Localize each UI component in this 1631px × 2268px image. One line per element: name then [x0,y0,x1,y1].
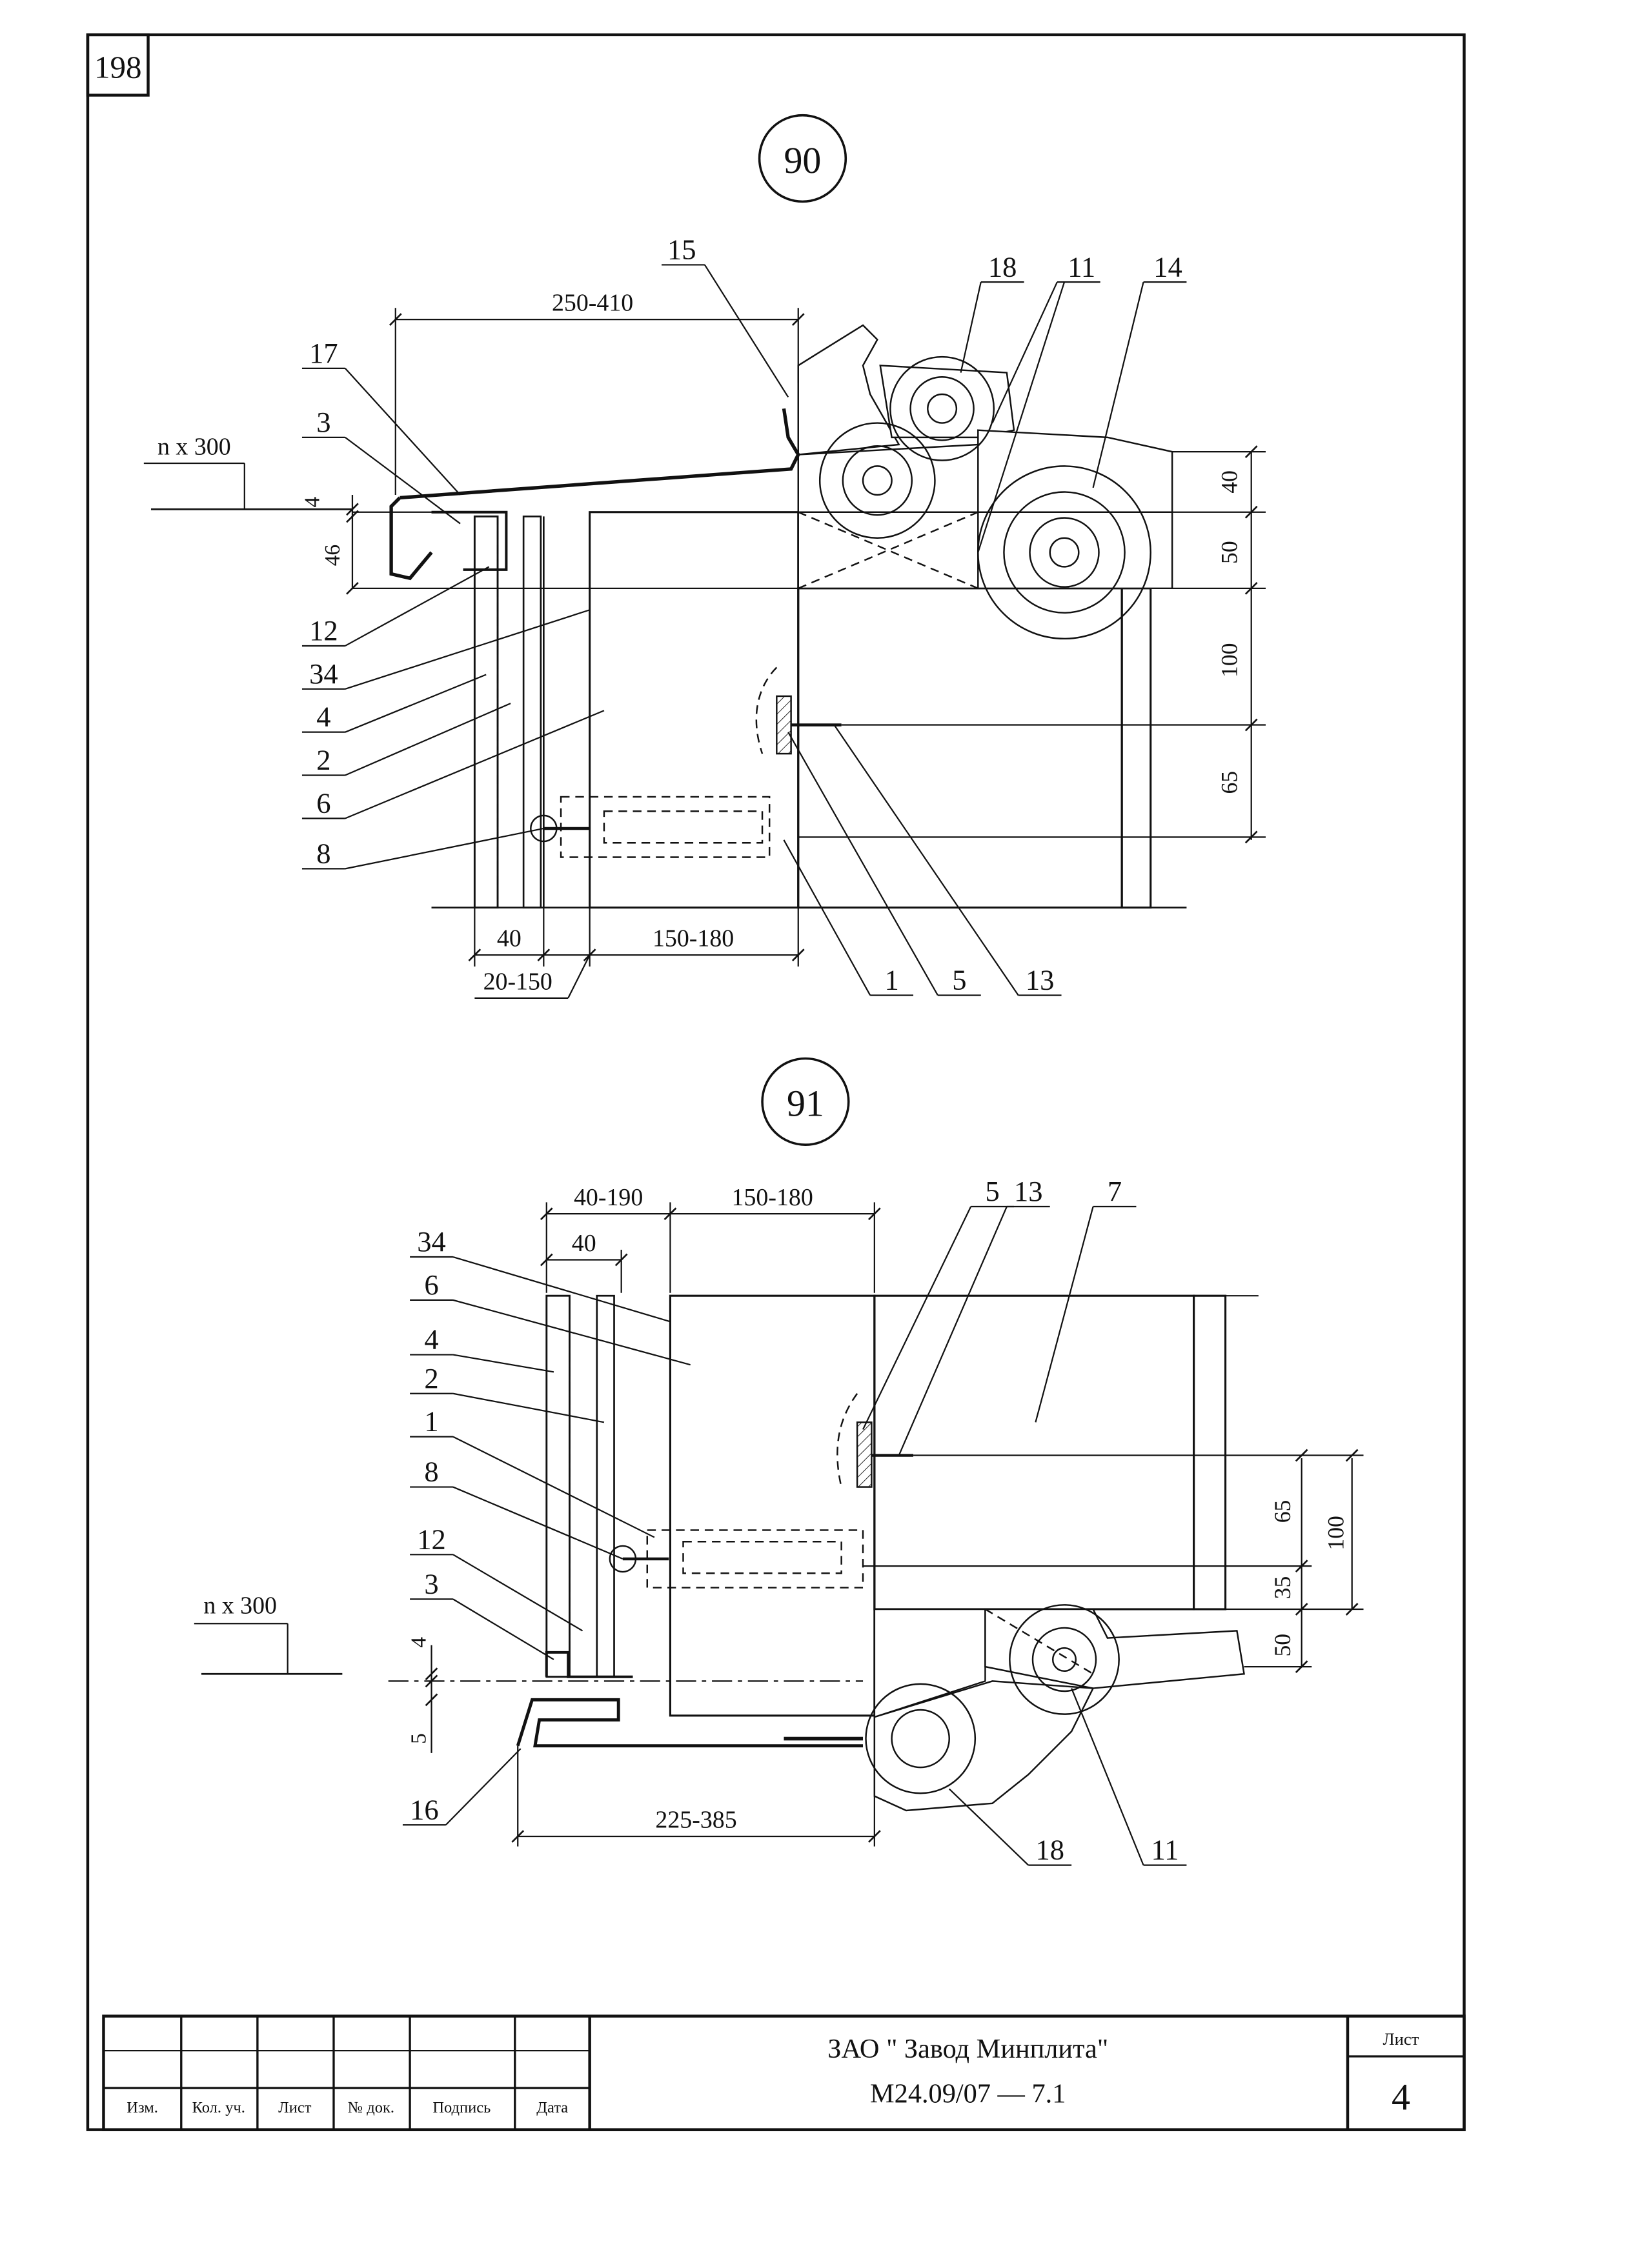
detail-90-marker [758,114,847,203]
company-name: ЗАО " Завод Минплита" [827,2034,1108,2064]
callout-90-left-5: 2 [316,744,330,776]
sheet-label: Лист [1383,2029,1419,2049]
callout-91-left-3: 2 [424,1362,438,1394]
sheet-number: 4 [1392,2076,1410,2118]
callouts-left-90 [301,367,605,870]
callout-90-top-0: 15 [667,234,696,266]
callout-90-left-6: 6 [316,787,330,819]
callout-91-left-0: 34 [417,1225,446,1258]
dim-top-inner: 40 [572,1230,596,1257]
guide-profile-91 [596,1294,615,1678]
dim-bottom-left: 40 [497,925,522,952]
dim-bottom-insulation: 150-180 [653,925,734,952]
level-mark-91: n x 300 [203,1592,277,1620]
callout-90-bottom-2: 13 [1026,964,1055,996]
anchor-bracket [530,667,842,858]
callout-91-top-1: 13 [1014,1175,1043,1207]
title-col-1: Кол. уч. [192,2099,245,2116]
title-col-3: № док. [348,2099,394,2116]
drip-flashing [389,408,800,581]
dim-drip-height: 46 [321,545,345,566]
callout-91-left-8: 16 [410,1793,439,1825]
callout-90-bottom-0: 1 [884,964,898,996]
insulation-slab [589,511,800,909]
title-col-2: Лист [278,2099,312,2116]
dim-right-2: 100 [1216,643,1242,677]
dim-right-outer: 100 [1322,1516,1348,1550]
dim-right-inner-1: 35 [1270,1576,1295,1600]
detail-91-number: 91 [787,1083,824,1125]
document-code: М24.09/07 — 7.1 [870,2078,1066,2109]
callout-90-left-0: 17 [309,337,338,369]
callouts-bottom-91 [948,1688,1187,1866]
dim-right-0: 40 [1216,470,1242,494]
cladding-panel [473,515,499,908]
callout-91-bottom-0: 18 [1035,1834,1064,1866]
callouts-top-90 [662,264,1187,553]
callout-90-left-7: 8 [316,837,330,869]
dim-top-insulation: 150-180 [732,1184,813,1211]
dim-overhang: 250-410 [552,290,633,317]
callouts-bottom-90 [783,724,1062,996]
callout-91-left-2: 4 [424,1323,438,1356]
dim-right-3: 65 [1216,771,1242,794]
dim-right-inner-0: 65 [1270,1500,1295,1523]
callout-91-left-4: 1 [424,1405,438,1438]
timber-logs [797,324,1173,640]
detail-91-marker [761,1057,850,1146]
interior-plaster [1120,587,1152,909]
interior-plaster-91 [1193,1294,1227,1611]
anchor-bracket-91 [609,1393,914,1589]
brick-wall [797,587,1123,909]
detail-91: 91 [194,1057,1364,1866]
dim-right-inner-2: 50 [1270,1634,1295,1657]
guide-profile [522,516,542,908]
callout-91-top-2: 7 [1108,1175,1122,1207]
callout-90-left-2: 12 [309,614,338,647]
brick-wall-91 [873,1294,1195,1611]
callout-91-top-0: 5 [985,1175,999,1207]
callout-91-left-7: 3 [424,1567,438,1600]
dim-gap-5: 5 [407,1733,431,1744]
level-mark: n x 300 [157,434,231,461]
dim-gap-4: 4 [407,1637,431,1648]
callouts-top-91 [862,1205,1137,1456]
cladding-panel-91 [545,1294,571,1678]
callout-91-left-5: 8 [424,1456,438,1488]
callout-90-top-2: 11 [1068,250,1095,283]
detail-90: 90 [143,114,1266,999]
title-col-0: Изм. [127,2099,158,2116]
callout-91-bottom-1: 11 [1151,1834,1179,1866]
title-block [102,2014,1466,2131]
dim-right-1: 50 [1216,541,1242,564]
dim-bottom-gap: 20-150 [483,968,552,996]
title-col-5: Дата [536,2099,568,2116]
page-number: 198 [94,50,142,85]
callout-91-left-1: 6 [424,1269,438,1301]
callout-90-left-4: 4 [316,701,330,733]
insulation-slab-91 [669,1294,876,1717]
callout-91-left-6: 12 [417,1523,446,1555]
dim-gap-top: 4 [301,496,325,507]
callout-90-top-1: 18 [988,250,1017,283]
callout-90-top-3: 14 [1153,250,1182,283]
dim-top-gap: 40-190 [574,1184,643,1211]
dim-bottom-overhang: 225-385 [655,1807,736,1834]
title-col-4: Подпись [432,2099,491,2116]
detail-90-number: 90 [784,139,821,181]
page-number-box [86,33,150,97]
timber-logs-91 [865,1604,1245,1812]
sheet-frame: 198 [86,33,1466,2131]
callout-90-left-3: 34 [309,657,338,690]
callout-90-bottom-1: 5 [952,964,966,996]
callout-90-left-1: 3 [316,406,330,438]
callouts-left-91 [402,1256,691,1826]
